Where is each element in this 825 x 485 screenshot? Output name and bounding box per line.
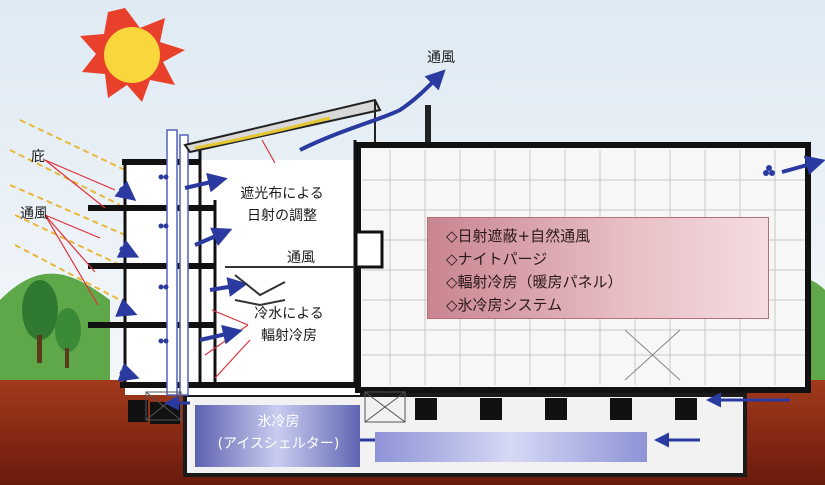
ventilation-left-label: 通風 [20,206,48,222]
shade-cloth-line2: 日射の調整 [247,208,317,224]
ice-cooling-line1: 氷冷房 [257,414,300,430]
sun-icon [80,8,185,102]
ventilation-top-label: 通風 [427,50,455,66]
ventilation-mid-label: 通風 [287,250,315,266]
radiant-cooling-line2: 輻射冷房 [261,328,317,344]
atrium-roof [183,98,382,154]
airflow-arrows [114,69,825,382]
shade-cloth-label: 遮光布による 日射の調整 [232,183,332,227]
vent-duct [225,266,355,307]
shade-cloth-line1: 遮光布による [240,186,324,202]
duct-2 [179,134,189,396]
hall-footings [415,398,697,420]
basement-arrows [164,392,790,448]
legend-item-4: ◇氷冷房システム [446,296,563,314]
legend-panel: ◇日射遮蔽+自然通風 ◇ナイトパージ ◇輻射冷房（暖房パネル） ◇氷冷房システム [428,218,768,318]
radiant-cooling-line1: 冷水による [254,306,324,322]
legend-item-1: ◇日射遮蔽+自然通風 [446,227,591,245]
radiant-cooling-label: 冷水による 輻射冷房 [244,303,334,347]
duct-1 [166,129,178,396]
tree-icon [22,280,81,368]
ice-storage [195,405,360,467]
sunlight-rays [9,119,126,301]
eaves-label: 庇 [31,149,45,165]
ice-cooling-line2: (アイスシェルター) [217,436,340,452]
ice-storage-channel [375,432,647,462]
chimney [425,105,431,145]
floor-slabs [88,159,360,388]
legend-item-3: ◇輻射冷房（暖房パネル） [446,273,623,291]
legend-item-2: ◇ナイトパージ [446,250,548,268]
ice-cooling-label: 氷冷房 (アイスシェルター) [196,411,361,455]
